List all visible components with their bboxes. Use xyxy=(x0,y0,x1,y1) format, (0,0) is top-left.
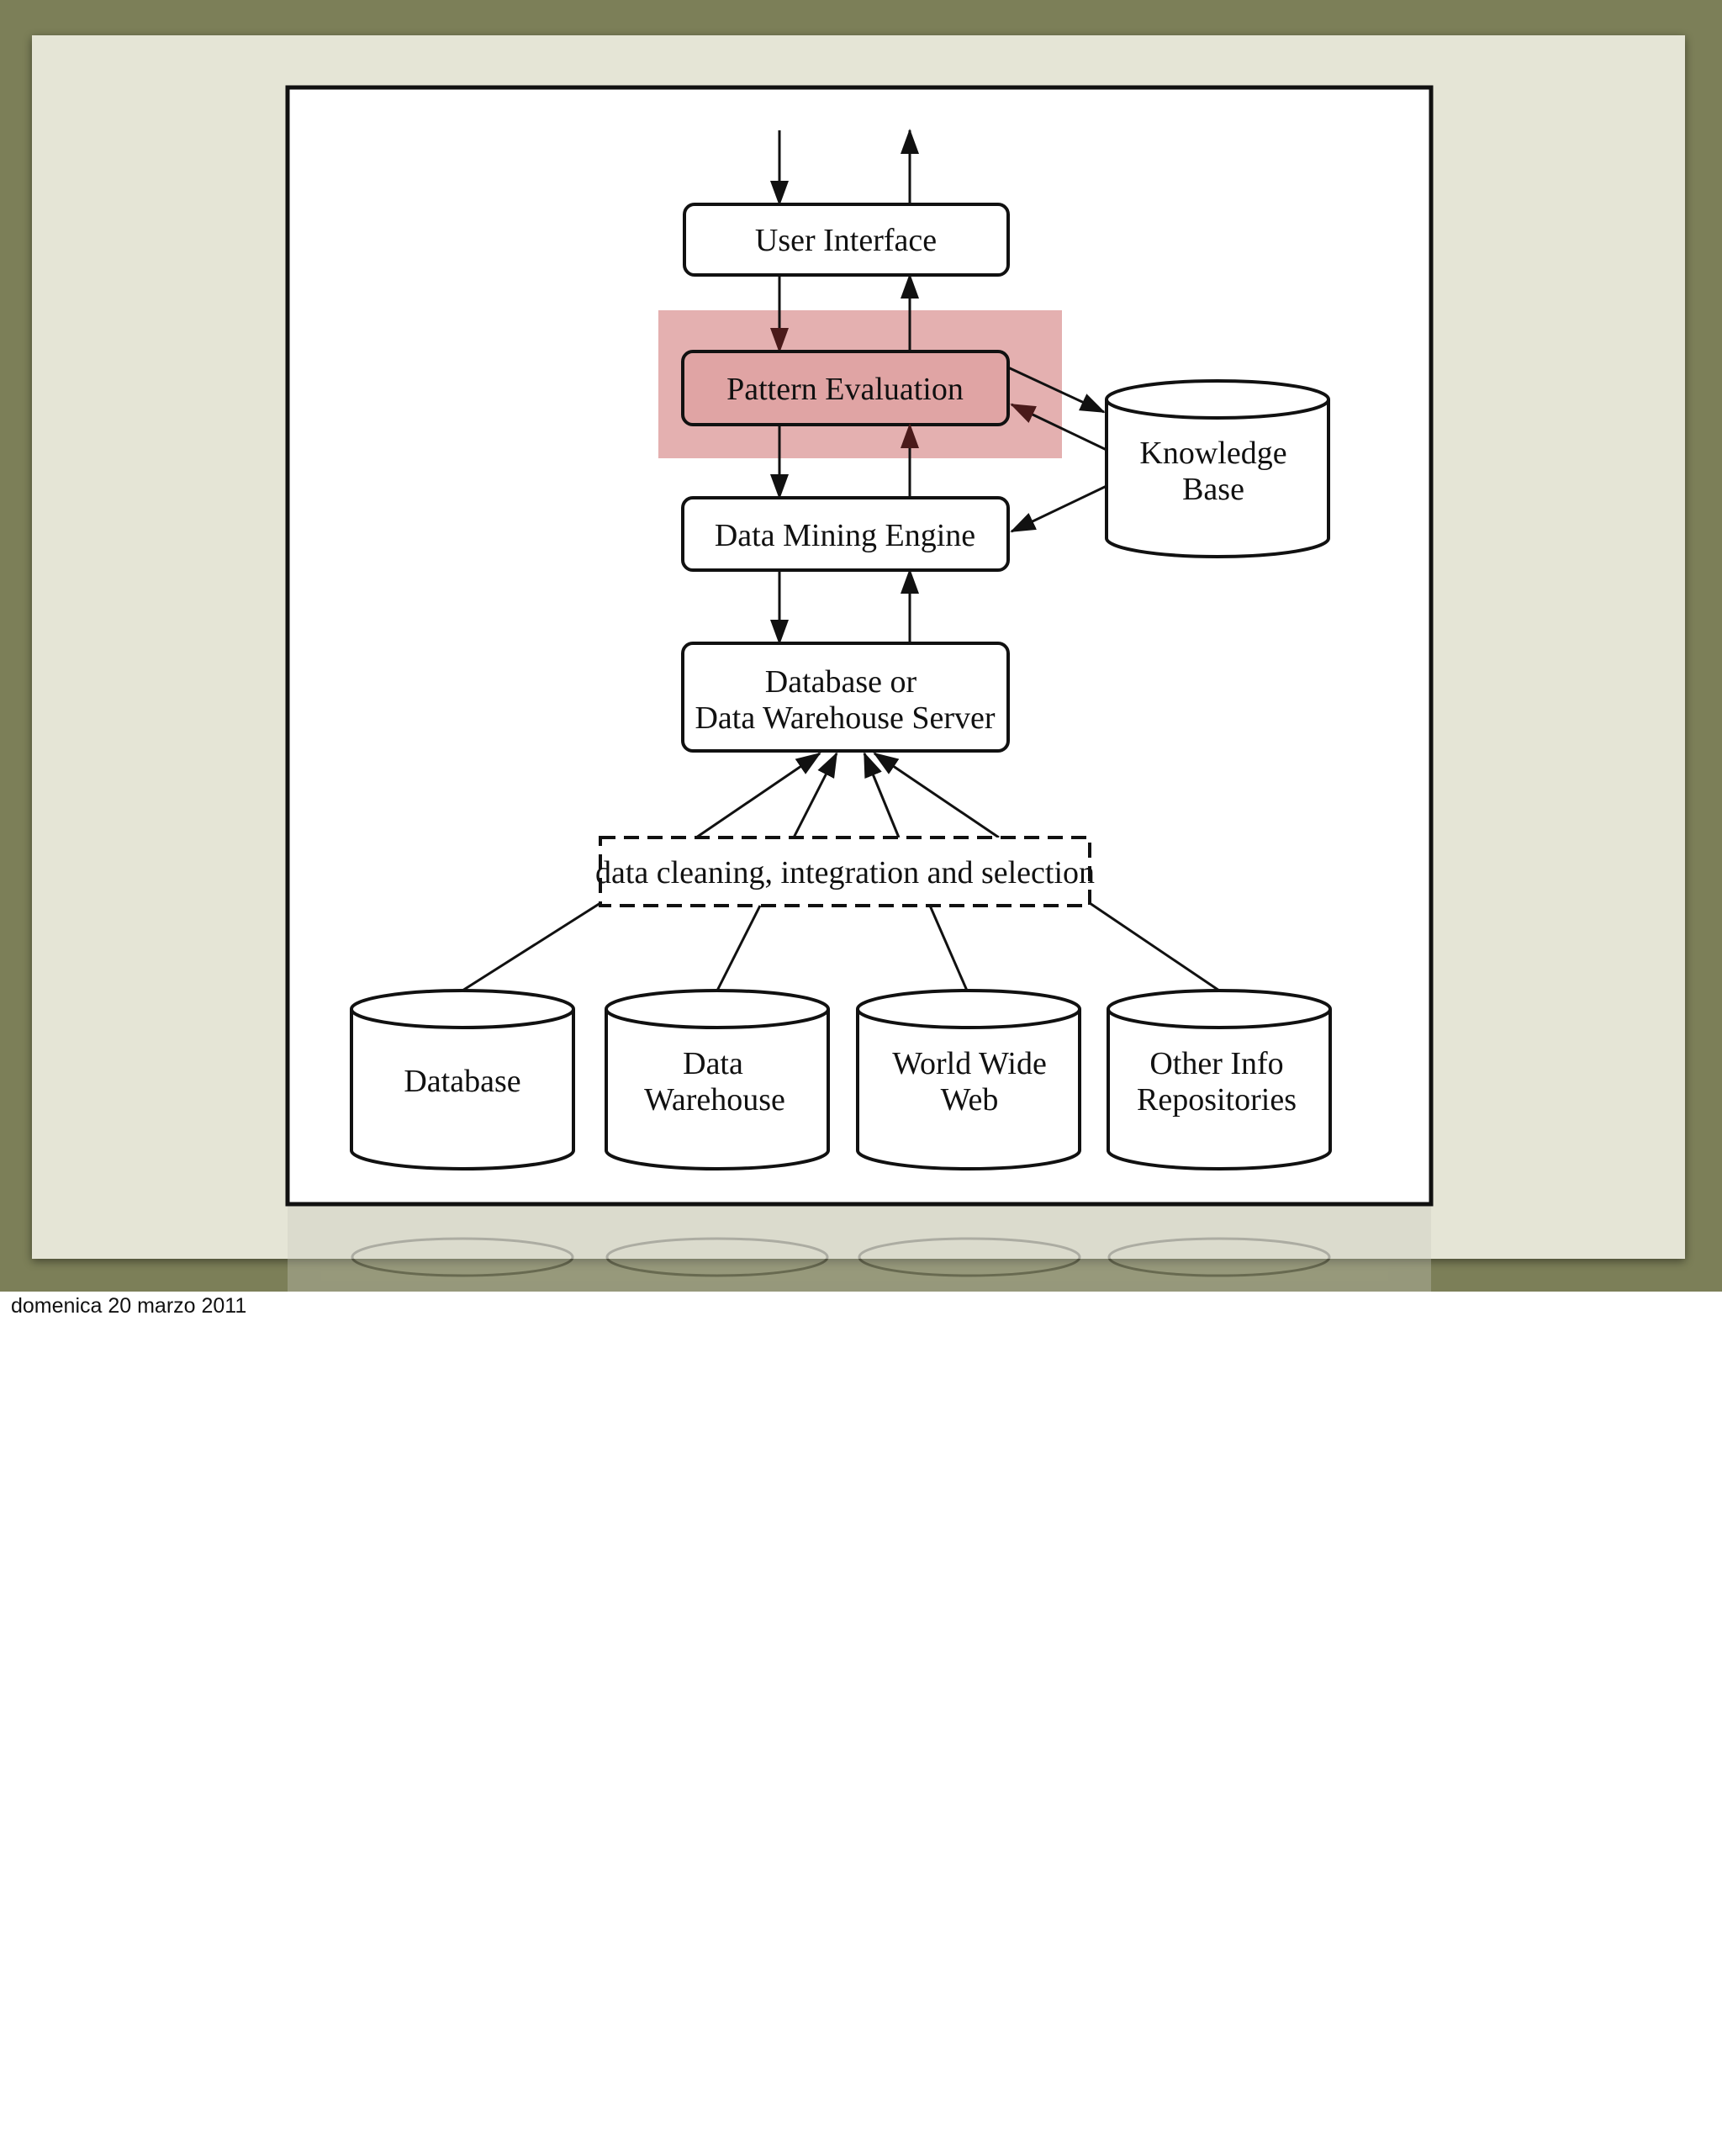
data-warehouse-label-line2: Warehouse xyxy=(644,1082,785,1118)
cleaning-to-server-arrow-4 xyxy=(873,752,1000,839)
data-warehouse-cylinder: Data Warehouse xyxy=(605,989,830,1170)
pattern-to-kb-arrow xyxy=(1007,366,1106,414)
data-mining-engine-label: Data Mining Engine xyxy=(715,518,975,553)
server-box xyxy=(681,642,1010,753)
knowledge-base-cylinder: Knowledge Base xyxy=(1105,379,1330,558)
cleaning-to-server-arrow-2 xyxy=(792,752,838,838)
database-cylinder: Database xyxy=(350,989,575,1170)
data-cleaning-box xyxy=(599,836,1091,907)
knowledge-base-label-line1: Knowledge xyxy=(1139,436,1286,471)
cleaning-to-server-arrow-1 xyxy=(695,752,821,839)
www-label-line1: World Wide xyxy=(892,1046,1047,1081)
user-interface-label: User Interface xyxy=(755,223,937,258)
user-interface-box xyxy=(683,203,1010,277)
other-info-label-line1: Other Info xyxy=(1149,1046,1283,1081)
other-to-cleaning-line xyxy=(1089,901,1220,992)
pattern-evaluation-label: Pattern Evaluation xyxy=(726,372,964,407)
other-info-repositories-cylinder: Other Info Repositories xyxy=(1107,989,1332,1170)
data-warehouse-label-line1: Data xyxy=(683,1046,743,1081)
pattern-evaluation-box xyxy=(681,350,1010,426)
cleaning-to-server-arrow-3 xyxy=(863,752,901,838)
highlight-region xyxy=(658,310,1062,458)
server-label-line2: Data Warehouse Server xyxy=(695,700,995,736)
www-to-cleaning-line xyxy=(928,905,969,991)
kb-to-engine-arrow xyxy=(1010,484,1107,533)
www-label-line2: Web xyxy=(941,1082,999,1118)
data-mining-architecture-diagram: User Interface Pattern Evaluation Data M… xyxy=(285,85,1434,1292)
warehouse-to-cleaning-line xyxy=(716,905,762,991)
figure-reflection xyxy=(288,1204,1431,1292)
database-label: Database xyxy=(404,1064,520,1099)
server-label-line1: Database or xyxy=(765,664,917,700)
slide-date-footer: domenica 20 marzo 2011 xyxy=(11,1294,247,1318)
slide: User Interface Pattern Evaluation Data M… xyxy=(0,0,1722,1292)
knowledge-base-label-line2: Base xyxy=(1182,472,1244,507)
data-mining-engine-box xyxy=(681,496,1010,572)
kb-to-pattern-arrow xyxy=(1010,403,1107,452)
data-cleaning-label: data cleaning, integration and selection xyxy=(595,855,1095,890)
database-to-cleaning-line xyxy=(462,901,601,992)
other-info-label-line2: Repositories xyxy=(1137,1082,1297,1118)
world-wide-web-cylinder: World Wide Web xyxy=(856,989,1081,1170)
